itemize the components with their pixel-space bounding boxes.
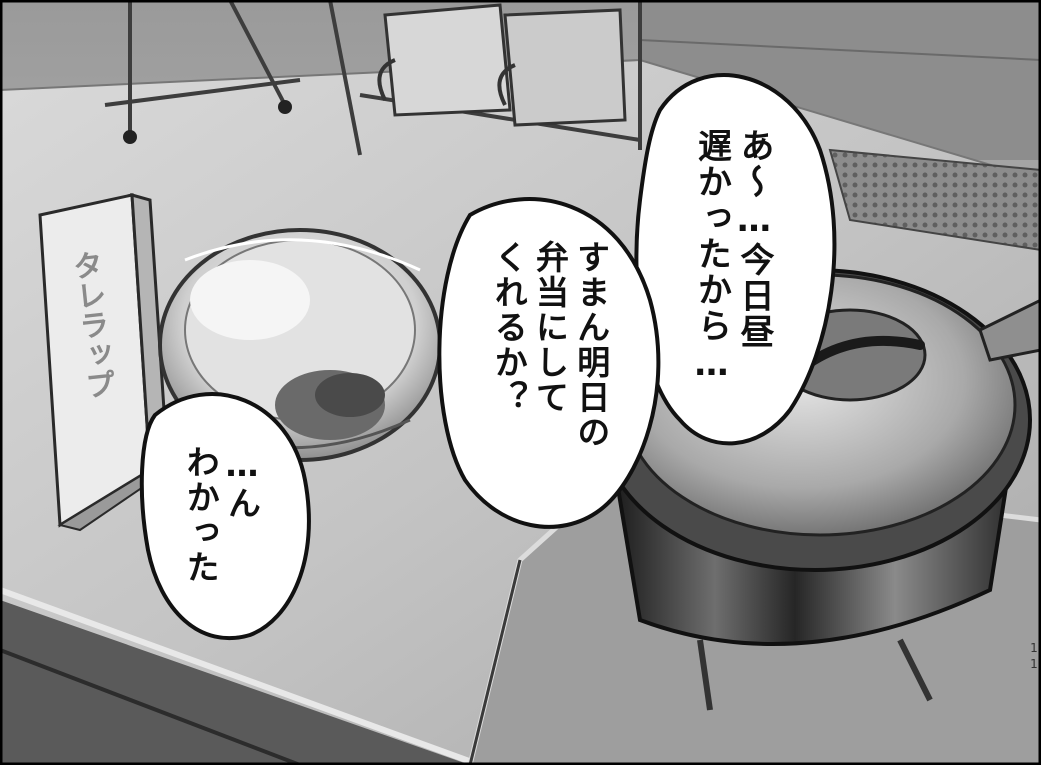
dialogue-line: 遅かったから…	[691, 128, 732, 386]
dialogue-line: わかった	[181, 445, 221, 585]
dialogue-line: …ん	[222, 445, 262, 521]
dialogue-bubble-2: すまん明日の 弁当にして くれるか？	[488, 240, 612, 450]
speech-bubble-2	[437, 197, 661, 529]
speech-bubble-3	[139, 392, 311, 641]
dialogue-bubble-3: …ん わかった	[180, 445, 263, 585]
dialogue-line: すまん明日の	[571, 240, 611, 450]
dialogue-line: 弁当にして	[530, 240, 570, 415]
page-number: 1 1	[1030, 641, 1038, 671]
wrap-box	[38, 192, 172, 532]
speech-bubble-1	[634, 73, 837, 446]
dialogue-bubble-1: あ〜…今日昼 遅かったから…	[690, 128, 775, 386]
dialogue-line: くれるか？	[489, 240, 529, 415]
dialogue-line: あ〜…今日昼	[734, 128, 774, 350]
